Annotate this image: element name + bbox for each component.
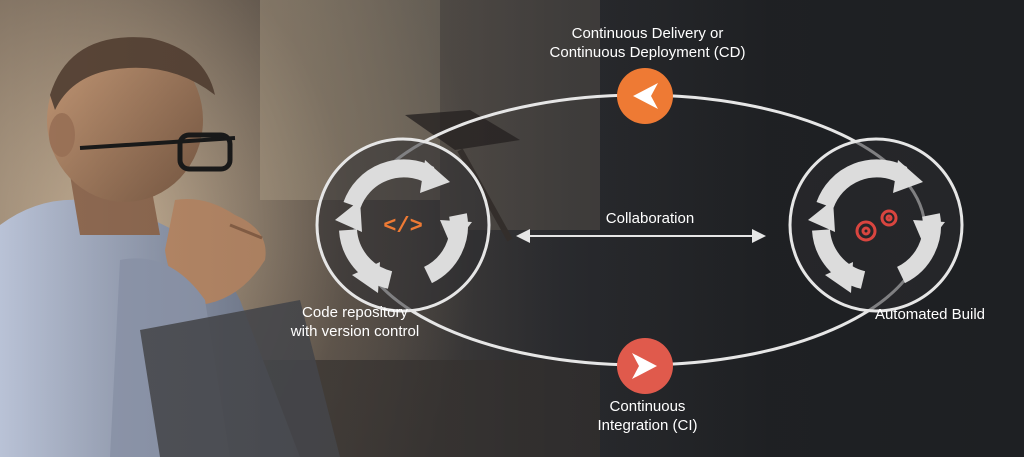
double-arrow-icon	[516, 229, 766, 243]
cd-label-line1: Continuous Delivery or	[571, 25, 724, 42]
cd-badge	[617, 68, 673, 124]
chevron-right-icon	[632, 353, 657, 379]
ci-badge	[617, 338, 673, 394]
ci-label: Continuous Integration (CI)	[575, 397, 720, 435]
ci-label-line2: Integration (CI)	[597, 417, 698, 434]
ci-label-line1: Continuous	[609, 398, 686, 415]
collaboration-label: Collaboration	[605, 210, 695, 227]
code-repository-line1: Code repository	[302, 304, 408, 321]
gears-icon	[855, 209, 898, 242]
chevron-left-icon	[633, 83, 658, 109]
code-icon: </>	[383, 214, 423, 239]
cd-label: Continuous Delivery or Continuous Deploy…	[505, 24, 790, 62]
cd-label-line2: Continuous Deployment (CD)	[549, 44, 746, 61]
code-repository-node: </>	[315, 137, 491, 313]
code-repository-label: Code repository with version control	[255, 303, 455, 341]
automated-build-node	[788, 137, 964, 313]
code-repository-line2: with version control	[290, 323, 420, 340]
automated-build-label: Automated Build	[874, 306, 986, 323]
